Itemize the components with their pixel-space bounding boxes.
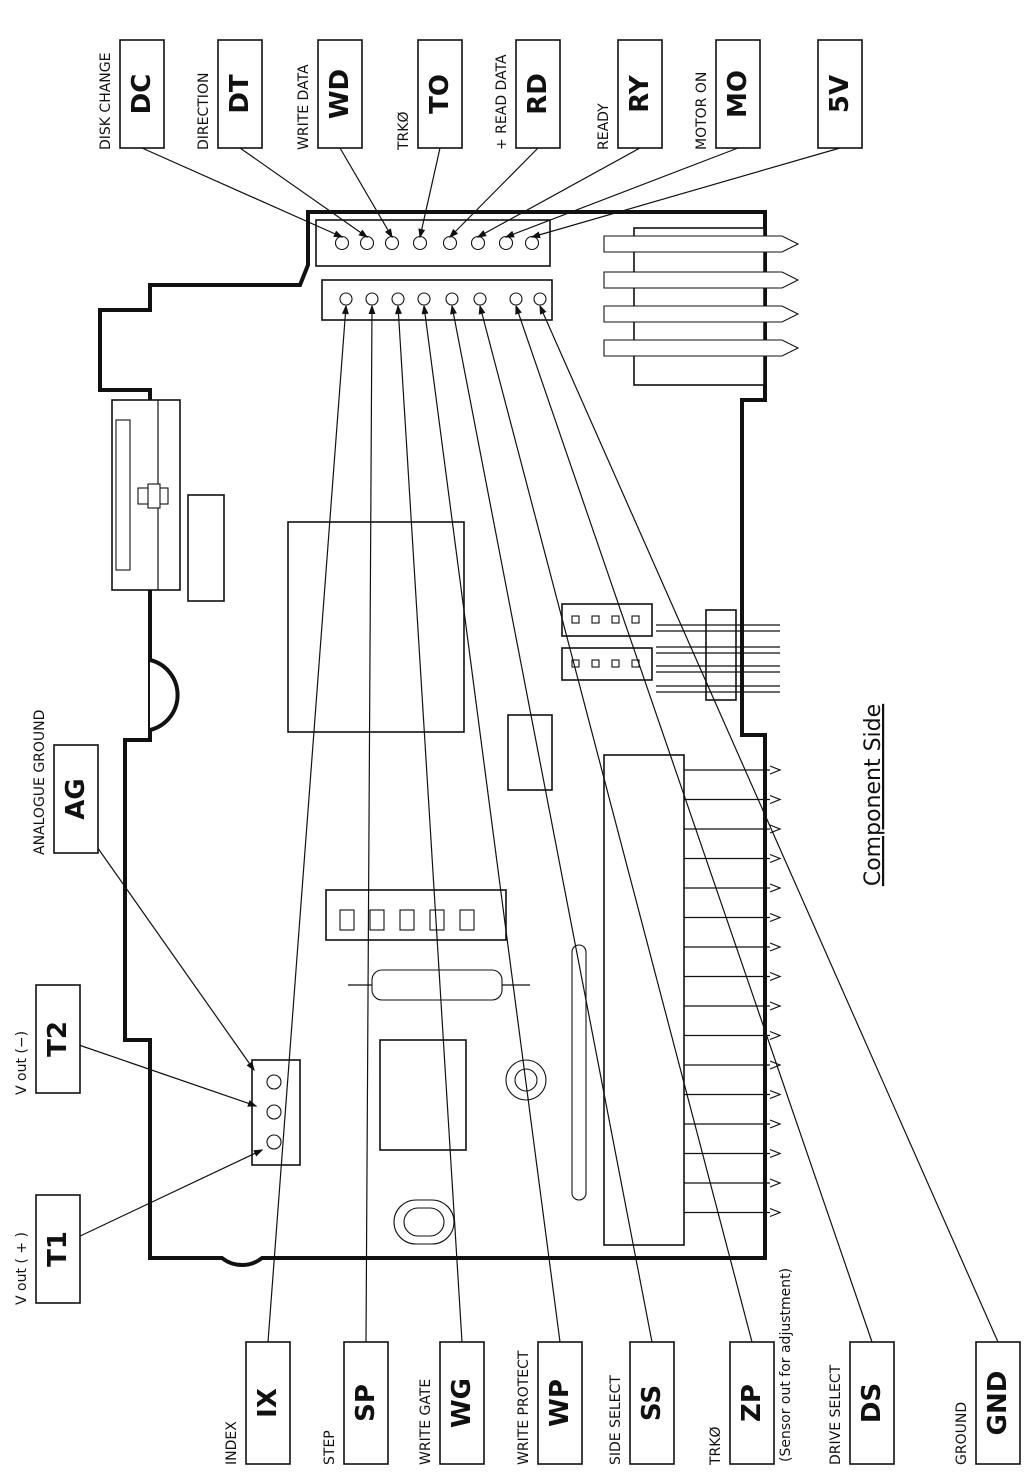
label-box — [537, 1341, 583, 1465]
label-box — [317, 39, 363, 149]
signal-label-to: TO TRKØ — [396, 39, 463, 151]
signal-caption: TRKØ — [396, 112, 412, 151]
label-box — [817, 39, 863, 149]
large-ic — [287, 521, 465, 733]
small-ic — [507, 714, 553, 791]
label-box — [975, 1341, 1021, 1465]
signal-code: IX — [253, 1388, 283, 1418]
signal-label-ry: RY READY — [596, 39, 663, 150]
signal-caption: DRIVE SELECT — [828, 1364, 844, 1465]
signal-caption: DISK CHANGE — [98, 53, 114, 150]
jumper-blocks — [561, 603, 653, 681]
signal-label-dc: DC DISK CHANGE — [98, 39, 165, 150]
label-box — [343, 1341, 389, 1465]
slot-bar — [571, 944, 587, 1201]
signal-label-ix: IX INDEX — [224, 1341, 291, 1465]
signal-caption: V out (−) — [14, 1031, 30, 1095]
signal-label-wp: WP WRITE PROTECT — [516, 1341, 583, 1465]
signal-code: ZP — [737, 1384, 767, 1422]
bottom-signal-labels: IX INDEX SP STEP WG WRITE GATE WP WRITE PROTECT… — [224, 1268, 1021, 1466]
signal-code: RY — [625, 74, 655, 113]
signal-label-gnd: GND GROUND — [954, 1341, 1021, 1465]
signal-connector-bottom-row — [321, 279, 553, 321]
signal-connector-top-row — [315, 219, 551, 267]
pin-header-right — [656, 609, 780, 701]
signal-code: MO — [723, 70, 753, 118]
signal-label-mo: MO MOTOR ON — [694, 39, 761, 150]
signal-code: T1 — [43, 1231, 73, 1267]
signal-label-zp: ZP TRKØ (Sensor out for adjustment) — [708, 1268, 794, 1466]
signal-caption: DIRECTION — [196, 73, 212, 150]
label-box — [715, 39, 761, 149]
signal-caption: GROUND — [954, 1402, 970, 1465]
signal-caption: V out ( + ) — [14, 1232, 30, 1305]
signal-label-5v: 5V — [817, 39, 863, 149]
label-box — [439, 1341, 485, 1465]
top-signal-labels: DC DISK CHANGE DT DIRECTION WD WRITE DATA TO TR… — [98, 39, 863, 151]
five-pin-connector — [325, 889, 507, 941]
signal-code: T2 — [43, 1021, 73, 1057]
leader-lines — [63, 147, 999, 1343]
signal-code: SS — [637, 1385, 667, 1421]
label-box — [629, 1341, 675, 1465]
resistor — [348, 969, 530, 1001]
signal-caption: + READ DATA — [494, 54, 510, 150]
test-terminal-block — [251, 1059, 301, 1166]
signal-code: 5V — [825, 75, 855, 113]
signal-label-t2: T2 V out (−) — [14, 984, 81, 1095]
label-box — [849, 1341, 895, 1465]
signal-code: GND — [983, 1371, 1013, 1436]
signal-caption: TRKØ — [708, 1427, 724, 1466]
label-box — [245, 1341, 291, 1465]
signal-label-wd: WD WRITE DATA — [296, 39, 363, 150]
signal-label-ag: AG ANALOGUE GROUND — [32, 710, 99, 855]
signal-code: DT — [225, 74, 255, 114]
signal-caption: MOTOR ON — [694, 72, 710, 150]
signal-code: WG — [447, 1378, 477, 1428]
signal-code: TO — [425, 74, 455, 114]
pcb-cutout — [149, 658, 180, 732]
signal-caption: INDEX — [224, 1421, 240, 1465]
label-box — [617, 39, 663, 149]
signal-label-rd: RD + READ DATA — [494, 39, 561, 150]
signal-label-dt: DT DIRECTION — [196, 39, 263, 150]
signal-label-wg: WG WRITE GATE — [418, 1341, 485, 1465]
signal-label-t1: T1 V out ( + ) — [14, 1194, 81, 1305]
label-box — [729, 1341, 775, 1465]
label-box — [217, 39, 263, 149]
signal-caption: ANALOGUE GROUND — [32, 710, 48, 855]
signal-code: WP — [545, 1379, 575, 1427]
signal-code: DS — [857, 1383, 887, 1423]
square-chip — [379, 1039, 467, 1151]
power-connector — [603, 227, 800, 386]
signal-code: SP — [351, 1384, 381, 1422]
signal-code: AG — [61, 778, 91, 819]
signal-caption: SIDE SELECT — [608, 1375, 624, 1465]
label-box — [35, 1194, 81, 1304]
label-box — [515, 39, 561, 149]
signal-caption: (Sensor out for adjustment) — [778, 1268, 794, 1462]
label-box — [53, 744, 99, 854]
signal-caption: WRITE DATA — [296, 64, 312, 150]
signal-label-ss: SS SIDE SELECT — [608, 1341, 675, 1465]
switch-block — [111, 399, 225, 602]
signal-label-sp: SP STEP — [322, 1341, 389, 1465]
signal-code: RD — [523, 73, 553, 115]
signal-caption: WRITE GATE — [418, 1379, 434, 1465]
signal-code: DC — [127, 74, 157, 115]
label-box — [119, 39, 165, 149]
diagram-title: Component Side — [861, 704, 886, 886]
signal-caption: WRITE PROTECT — [516, 1350, 532, 1465]
crystal-oscillator — [393, 1199, 455, 1245]
signal-code: WD — [325, 69, 355, 119]
label-box — [417, 39, 463, 149]
label-box — [35, 984, 81, 1094]
signal-caption: READY — [596, 103, 612, 150]
signal-label-ds: DS DRIVE SELECT — [828, 1341, 895, 1465]
pcb-outline — [98, 210, 767, 1268]
signal-caption: STEP — [322, 1430, 338, 1465]
left-signal-labels: T1 V out ( + ) T2 V out (−) AG ANALOGUE GROUN… — [14, 710, 99, 1305]
